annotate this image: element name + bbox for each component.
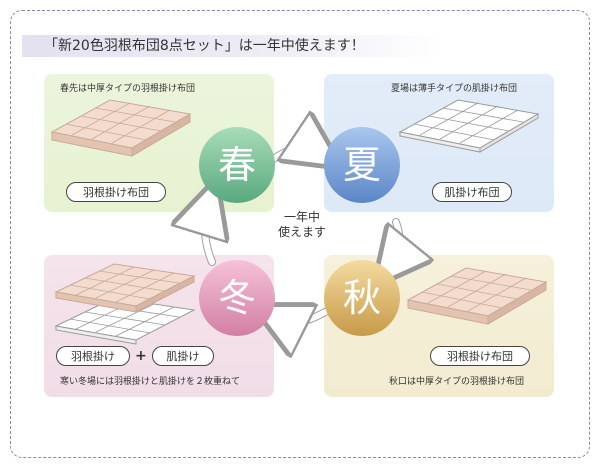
winter-tag-right: 肌掛け	[152, 346, 214, 366]
cycle-arrows	[205, 148, 400, 322]
plus-sign: +	[135, 348, 147, 364]
winter-tag-left: 羽根掛け	[56, 346, 130, 366]
spring-circle	[199, 127, 275, 203]
autumn-description: 秋口は中厚タイプの羽根掛け布団	[389, 377, 525, 387]
season-winter-label: 冬	[217, 276, 256, 320]
season-spring-label: 春	[217, 143, 256, 187]
autumn-tag: 羽根掛け布団	[430, 346, 530, 366]
page-title: 「新20色羽根布団8点セット」は一年中使えます！	[44, 38, 365, 54]
spring-tag: 羽根掛け布団	[66, 182, 166, 202]
quilt-illustration-autumn	[406, 267, 548, 325]
center-line-2: 使えます	[277, 225, 326, 239]
season-autumn-label: 秋	[342, 276, 381, 320]
title-band	[22, 35, 442, 57]
autumn-circle	[324, 260, 400, 336]
winter-circle	[199, 260, 275, 336]
center-line-1: 一年中	[283, 210, 320, 224]
winter-description: 寒い冬場には羽根掛けと肌掛けを２枚重ねて	[60, 377, 241, 387]
quilt-illustration-winter	[54, 263, 196, 345]
season-summer-label: 夏	[342, 143, 381, 187]
center-caption: 一年中 使えます	[262, 210, 342, 240]
quilt-illustration-summer	[398, 99, 540, 153]
summer-description: 夏場は薄手タイプの肌掛け布団	[391, 84, 518, 94]
summer-tag: 肌掛け布団	[432, 182, 512, 202]
quilt-illustration-spring	[50, 99, 192, 157]
spring-description: 春先は中厚タイプの羽根掛け布団	[60, 84, 196, 94]
summer-circle	[324, 127, 400, 203]
